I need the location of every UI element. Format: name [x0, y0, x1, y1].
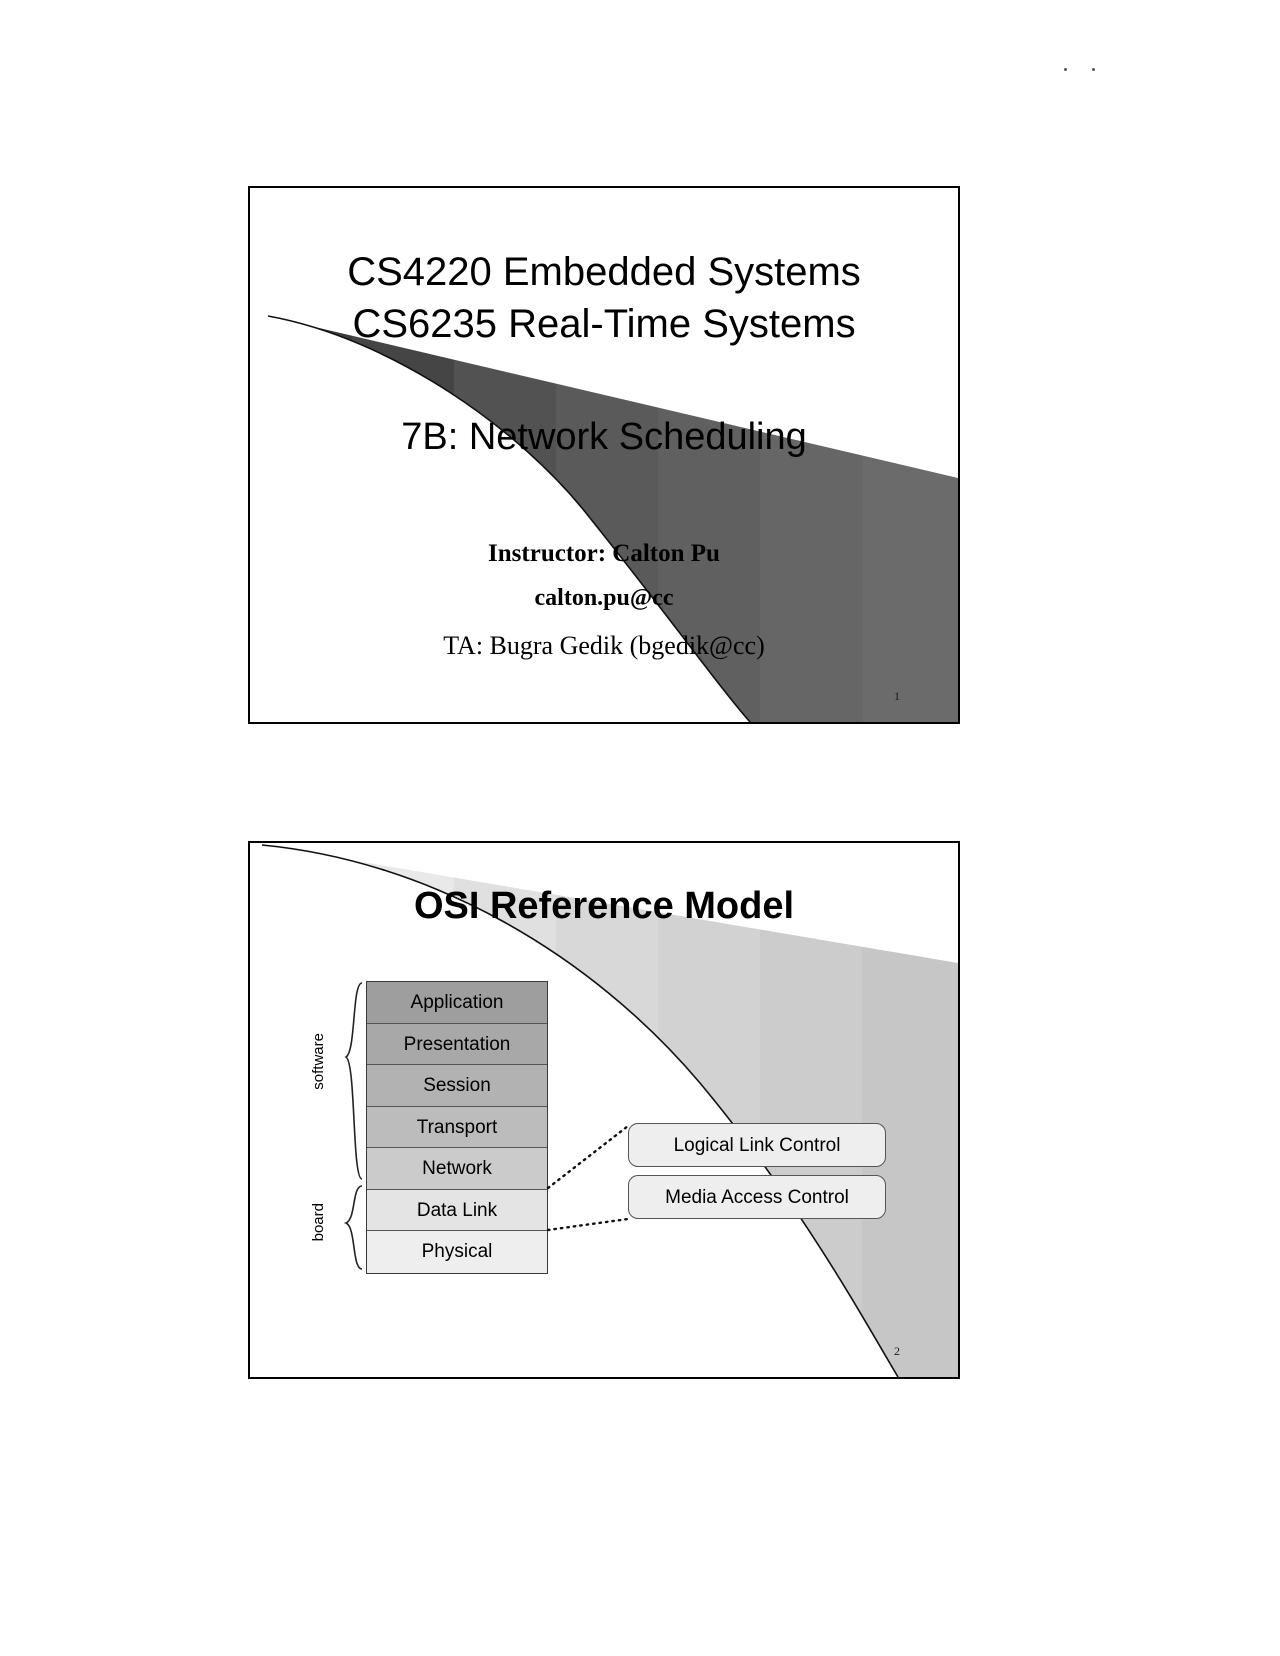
registration-dot-right [1092, 68, 1095, 71]
osi-layer-session[interactable]: Session [367, 1065, 547, 1107]
brace-board-icon [343, 1185, 363, 1270]
course-title-line-1: CS4220 Embedded Systems [347, 250, 861, 294]
osi-diagram: software board Application Presentation … [308, 981, 948, 1301]
slide-1-content: CS4220 Embedded Systems CS6235 Real-Time… [250, 188, 958, 722]
osi-layer-stack: Application Presentation Session Transpo… [366, 981, 548, 1274]
osi-layer-application[interactable]: Application [367, 982, 547, 1024]
slide-title[interactable]: CS4220 Embedded Systems CS6235 Real-Time… [248, 186, 960, 724]
slide-osi-reference-model[interactable]: OSI Reference Model software board Appli… [248, 841, 960, 1379]
lecture-subject: 7B: Network Scheduling [401, 416, 807, 458]
connector-physical-to-mac [546, 1217, 630, 1232]
sublayer-callouts: Logical Link Control Media Access Contro… [628, 1123, 886, 1219]
page-title: OSI Reference Model [413, 885, 795, 927]
osi-layer-physical[interactable]: Physical [367, 1231, 547, 1273]
callout-logical-link-control[interactable]: Logical Link Control [628, 1123, 886, 1167]
group-label-board: board [310, 1203, 327, 1242]
instructor-email: calton.pu@cc [534, 585, 674, 611]
registration-dot-left [1064, 68, 1067, 71]
course-title: CS4220 Embedded Systems CS6235 Real-Time… [250, 246, 958, 350]
group-label-column: software board [308, 981, 342, 1291]
osi-layer-data-link[interactable]: Data Link [367, 1189, 547, 1231]
callout-media-access-control[interactable]: Media Access Control [628, 1175, 886, 1219]
ta-line: TA: Bugra Gedik (bgedik@cc) [443, 631, 765, 660]
slide-page-number: 1 [894, 689, 900, 703]
course-title-line-2: CS6235 Real-Time Systems [352, 302, 856, 346]
grouping-braces [343, 982, 363, 1270]
osi-layer-transport[interactable]: Transport [367, 1106, 547, 1148]
osi-layer-presentation[interactable]: Presentation [367, 1023, 547, 1065]
group-label-software: software [310, 1033, 327, 1090]
swoosh-outline-curve [267, 315, 751, 722]
instructor-line: Instructor: Calton Pu [488, 540, 720, 567]
osi-layer-network[interactable]: Network [367, 1148, 547, 1190]
slide-2-content: OSI Reference Model software board Appli… [250, 843, 958, 1377]
connector-data-link-to-llc [546, 1124, 630, 1190]
brace-software-icon [344, 982, 363, 1180]
page-registration-marks [1064, 64, 1104, 76]
slide-page-number: 2 [894, 1344, 900, 1358]
